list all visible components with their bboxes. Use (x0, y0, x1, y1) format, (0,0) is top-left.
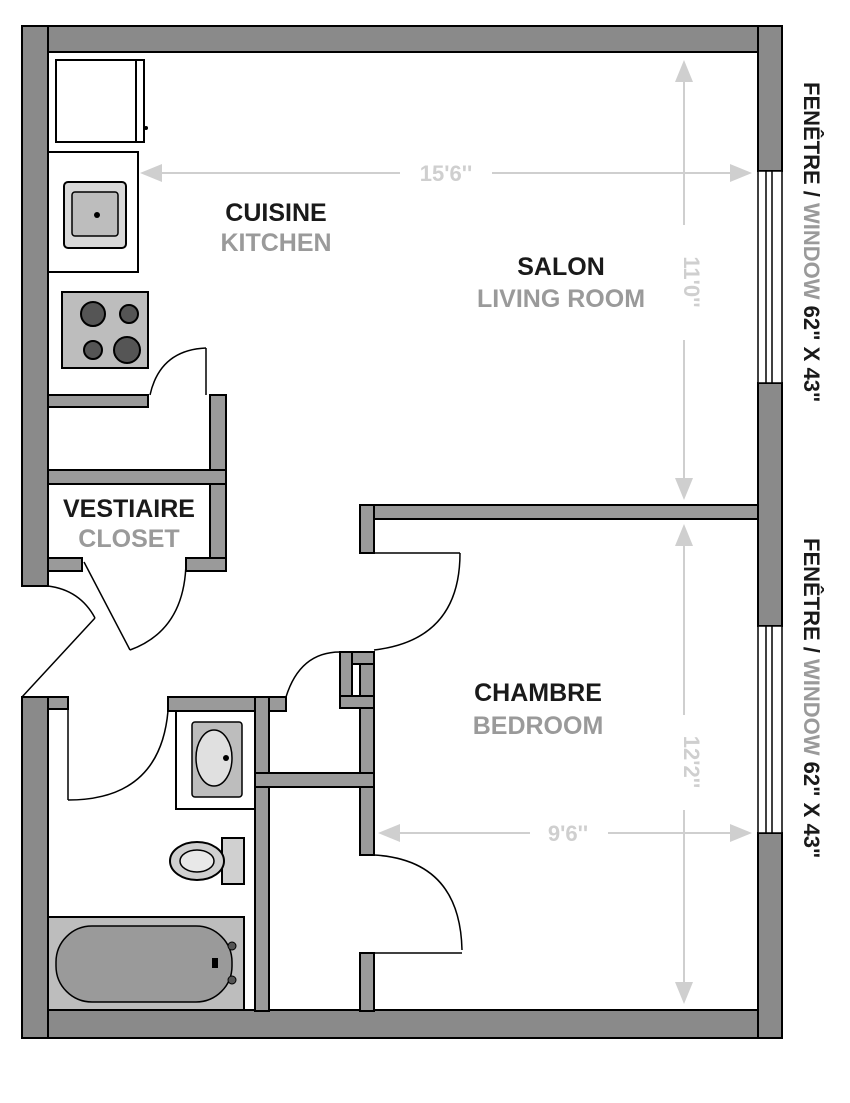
dimension-label: 9'6'' (548, 821, 588, 846)
bathroom-sink (175, 710, 256, 810)
interior-walls (47, 394, 759, 1012)
wall-right-2 (757, 382, 783, 627)
toilet (169, 837, 245, 885)
wall-closet-bottom-left (47, 557, 83, 572)
bedroom-label-fr: CHAMBRE (474, 679, 602, 707)
wall-bath-right (254, 696, 270, 1012)
wall-right-3 (757, 832, 783, 1039)
wall-left-upper (21, 25, 49, 587)
exterior-walls (21, 25, 783, 1039)
stove (61, 291, 149, 369)
window-2 (757, 625, 783, 834)
wall-top (21, 25, 783, 53)
wall-closet-bottom-right (185, 557, 227, 572)
dimension-bedroom-width: 9'6'' (378, 821, 752, 846)
window-note-2: FENÊTRE / WINDOW 62" X 43" (799, 538, 824, 858)
wall-bath-closet (254, 772, 375, 788)
bathtub (47, 916, 245, 1011)
closet-label-en: CLOSET (78, 525, 179, 553)
dimension-living-depth: 11'0'' (675, 60, 704, 500)
kitchen-label-fr: CUISINE (225, 199, 326, 227)
wall-stub-c (339, 695, 375, 709)
living-label-en: LIVING ROOM (477, 285, 645, 313)
refrigerator (55, 59, 148, 143)
bedroom-label-en: BEDROOM (473, 712, 604, 740)
wall-bedroom-left-lower (359, 952, 375, 1012)
dimension-bedroom-depth: 12'2'' (675, 524, 704, 1004)
window-note-1: FENÊTRE / WINDOW 62" X 43" (799, 82, 824, 402)
doors (21, 347, 463, 954)
wall-living-bedroom (359, 504, 759, 520)
wall-closet-top (47, 469, 227, 485)
dimension-label: 15'6'' (420, 161, 472, 186)
dimension-label: 12'2'' (679, 736, 704, 788)
closet-label-fr: VESTIAIRE (63, 495, 195, 523)
wall-bath-stub (47, 696, 69, 710)
wall-kitchen-storage (47, 394, 149, 408)
dimension-living-width: 15'6'' (140, 161, 752, 186)
wall-bedroom-left (359, 651, 375, 856)
wall-right-1 (757, 25, 783, 172)
wall-stub-living (359, 504, 375, 554)
kitchen-sink (63, 181, 127, 249)
window-1 (757, 170, 783, 384)
wall-bottom (21, 1009, 783, 1039)
wall-left-lower (21, 696, 49, 1039)
living-label-fr: SALON (517, 253, 605, 281)
dimension-label: 11'0'' (679, 256, 704, 307)
kitchen-label-en: KITCHEN (220, 229, 331, 257)
